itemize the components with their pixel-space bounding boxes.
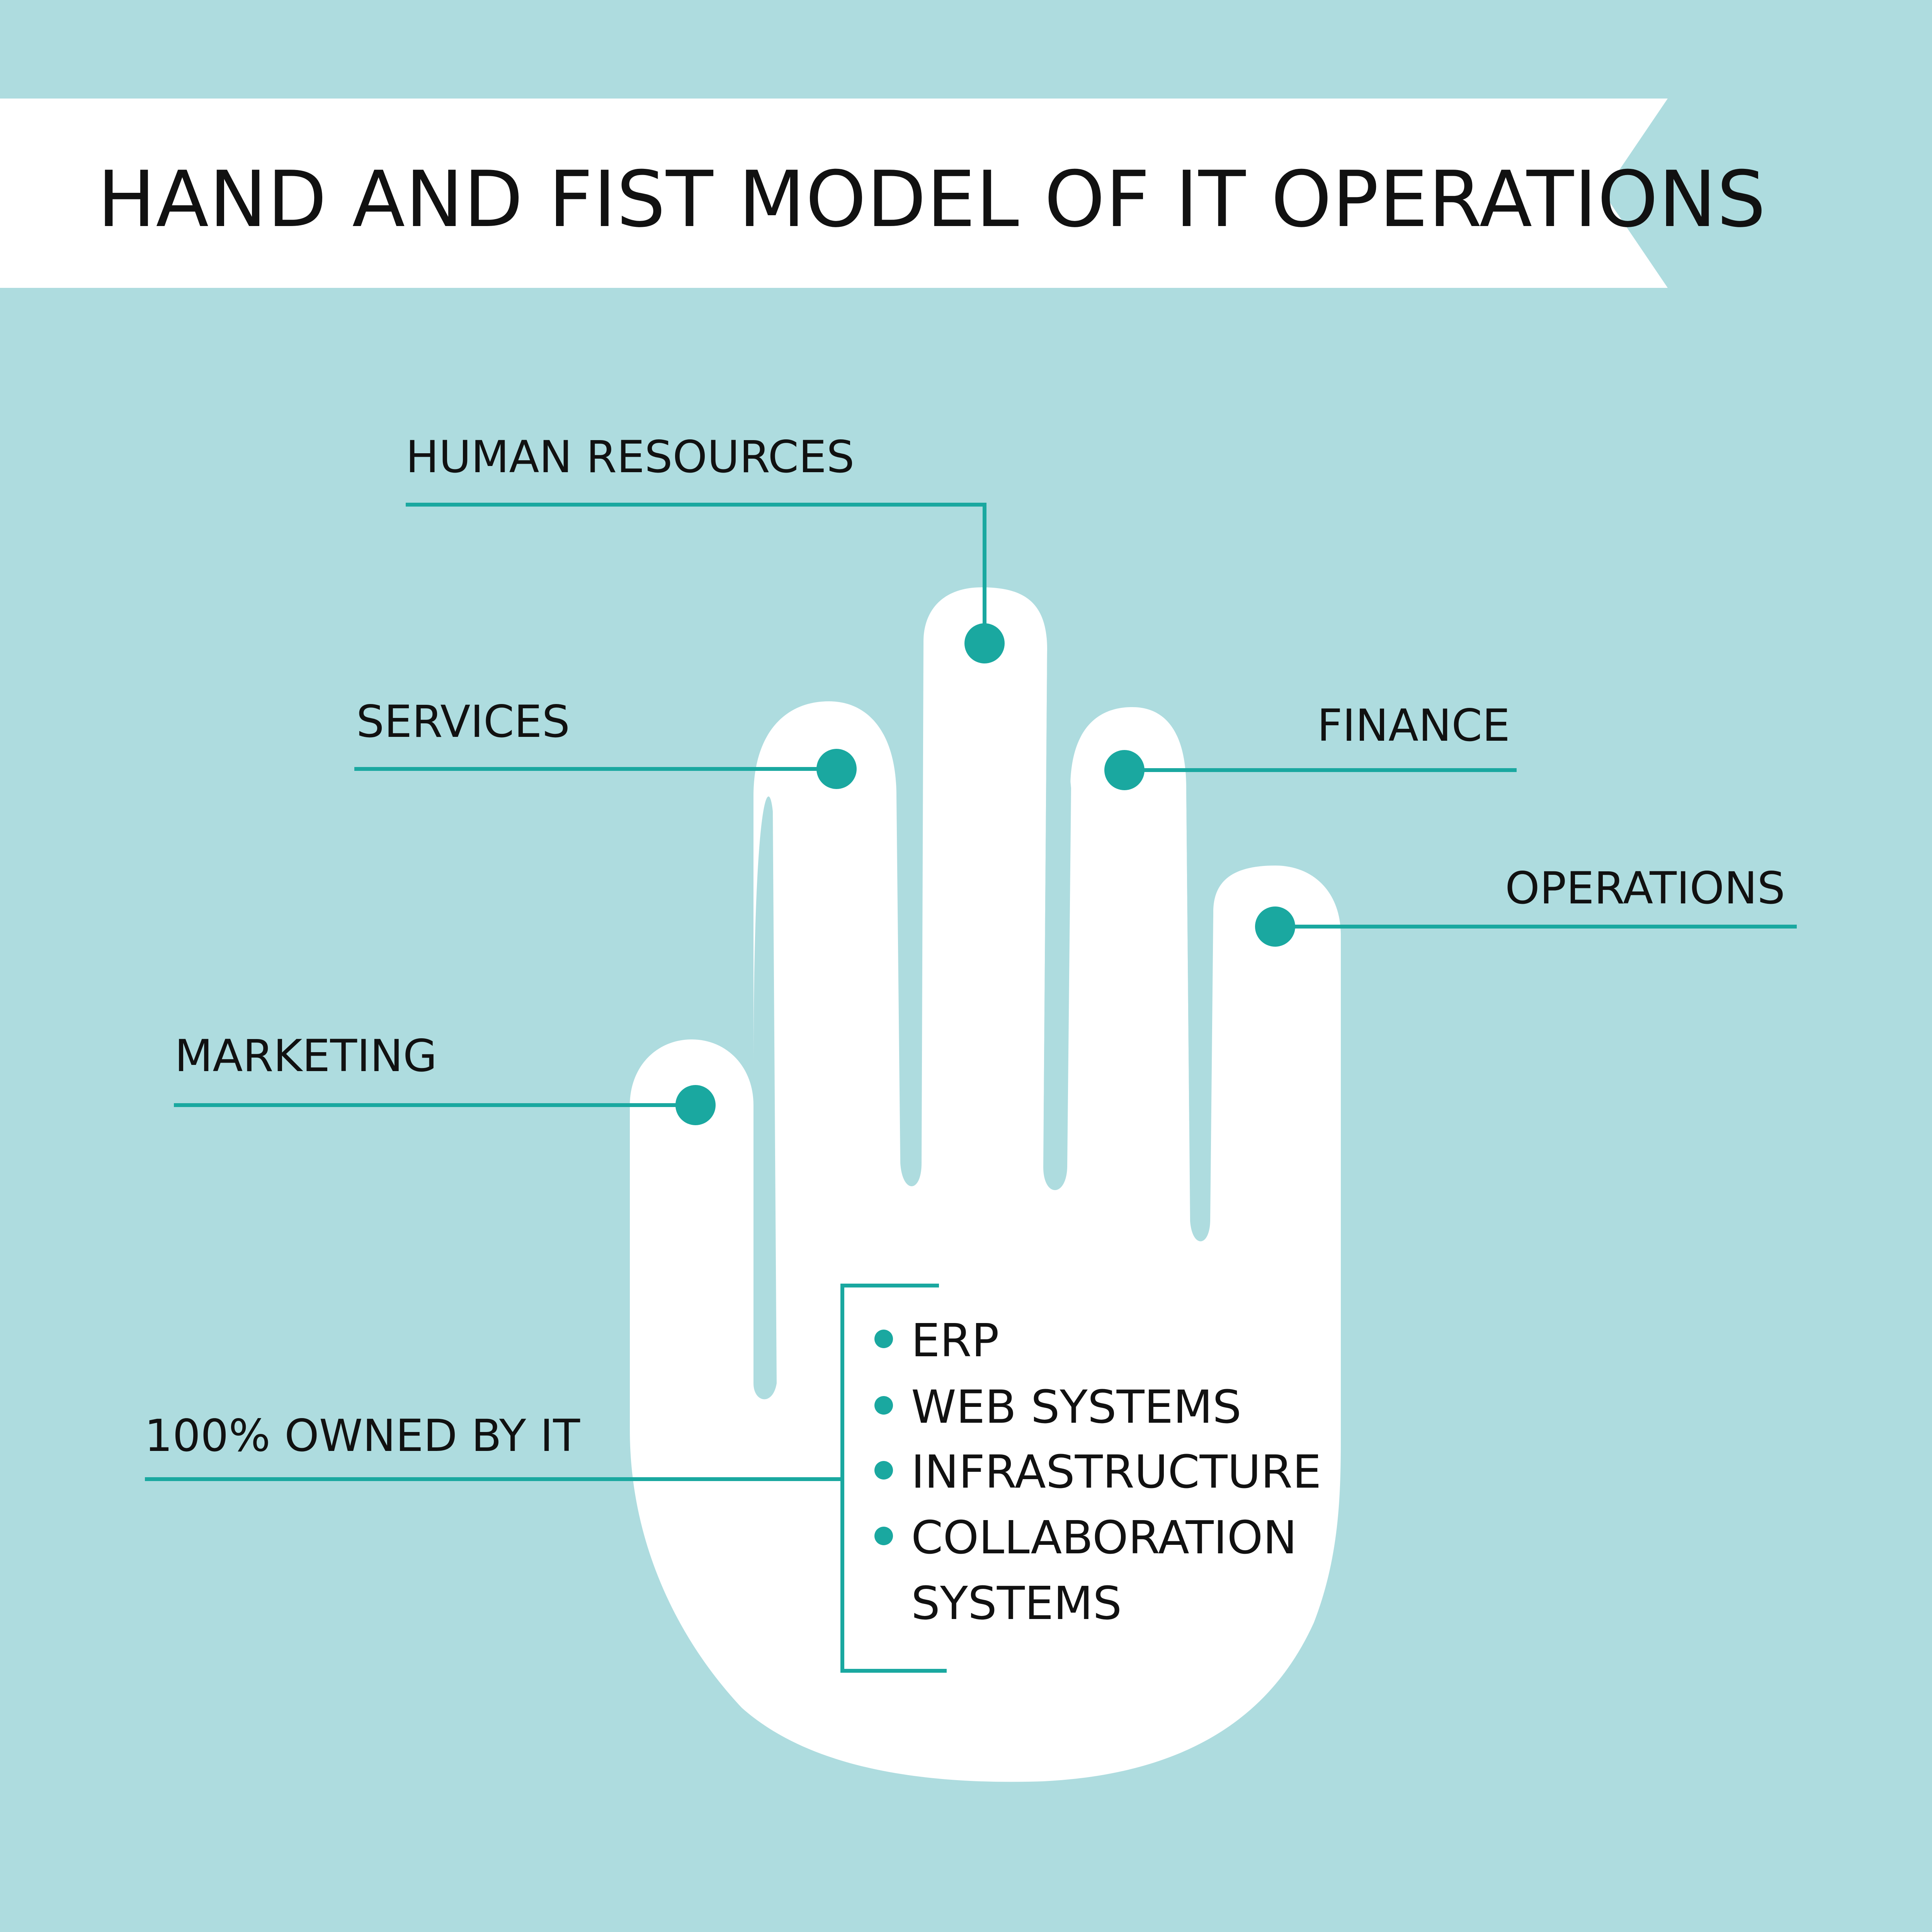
bullet-web-systems	[874, 1396, 893, 1415]
gap-middle-index	[1043, 649, 1071, 1190]
bullet-collaboration	[874, 1527, 893, 1545]
bullet-infrastructure	[874, 1461, 893, 1480]
label-services: SERVICES	[356, 696, 570, 747]
dot-services	[816, 749, 857, 789]
leader-human-resources	[406, 503, 986, 643]
finger-index	[1059, 707, 1209, 1242]
finger-gaps	[753, 638, 1213, 1400]
palm-bracket	[840, 1284, 947, 1673]
label-marketing: MARKETING	[175, 1030, 437, 1082]
page-title: HAND AND FIST MODEL OF IT OPERATIONS	[97, 155, 1766, 245]
list-item-erp: ERP	[911, 1314, 999, 1367]
label-human-resources: HUMAN RESOURCES	[406, 431, 854, 483]
dot-marketing	[675, 1085, 716, 1125]
title-banner	[0, 99, 1668, 288]
list-item-systems: SYSTEMS	[911, 1577, 1122, 1630]
dot-operations	[1255, 906, 1295, 947]
dot-finance	[1104, 750, 1145, 790]
label-operations: OPERATIONS	[1505, 862, 1785, 914]
palm-upper	[630, 1140, 1341, 1410]
hand-silhouette	[630, 587, 1341, 1782]
finger-labels: HUMAN RESOURCES SERVICES FINANCE OPERATI…	[145, 431, 1785, 1461]
finger-pinky	[630, 1039, 773, 1401]
palm-list: ERP WEB SYSTEMS INFRASTRUCTURE COLLABORA…	[874, 1314, 1321, 1630]
leader-lines	[145, 503, 1797, 1673]
list-item-web-systems: WEB SYSTEMS	[911, 1380, 1242, 1434]
list-item-collaboration: COLLABORATION	[911, 1511, 1297, 1564]
label-finance: FINANCE	[1317, 700, 1510, 751]
bullet-erp	[874, 1330, 893, 1348]
gap-index-thumb	[1186, 788, 1213, 1242]
finger-middle	[912, 587, 1063, 1198]
gap-pinky-ring	[753, 796, 777, 1400]
label-owned-by-it: 100% OWNED BY IT	[145, 1410, 580, 1461]
list-item-infrastructure: INFRASTRUCTURE	[911, 1445, 1321, 1498]
gap-ring-middle	[896, 638, 923, 1186]
dot-human-resources	[964, 623, 1005, 663]
fingertip-dots	[675, 623, 1295, 1125]
